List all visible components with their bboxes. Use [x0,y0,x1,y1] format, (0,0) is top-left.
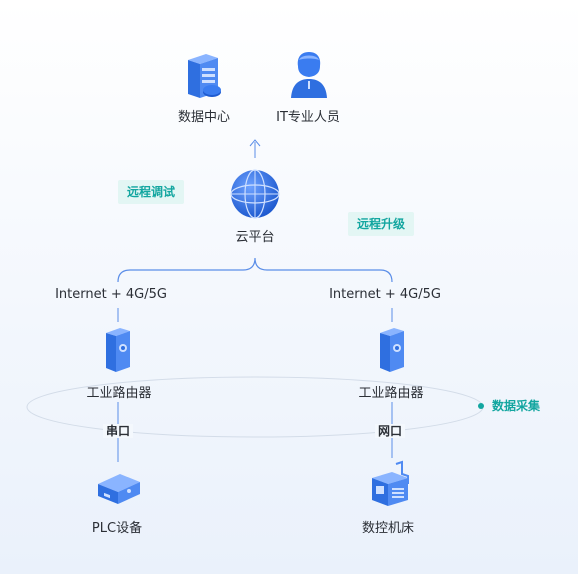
cnc-machine-icon [372,460,409,506]
ethernet-port-label: 网口 [374,424,406,438]
data-collect-dot [478,403,484,409]
right-network-label: Internet + 4G/5G [329,287,441,302]
server-icon [188,54,221,98]
plc-icon [98,474,140,504]
bracket-connector [117,257,393,283]
data-collect-label: 数据采集 [492,399,541,413]
serial-port-label: 串口 [102,424,134,438]
cnc-label: 数控机床 [361,521,415,536]
person-icon [291,52,327,98]
cloud-up-arrow [249,139,261,147]
left-network-label: Internet + 4G/5G [55,287,167,302]
plc-label: PLC设备 [91,521,143,536]
router-icon [380,328,404,372]
it-staff-label: IT专业人员 [276,110,340,125]
globe-icon [230,169,280,219]
remote-upgrade-tag: 远程升级 [348,212,415,236]
cloud-platform-label: 云平台 [235,230,275,245]
remote-debug-tag: 远程调试 [118,180,185,204]
data-center-label: 数据中心 [177,110,231,125]
left-router-label: 工业路由器 [86,386,152,401]
right-router-label: 工业路由器 [358,386,424,401]
router-icon [106,328,130,372]
